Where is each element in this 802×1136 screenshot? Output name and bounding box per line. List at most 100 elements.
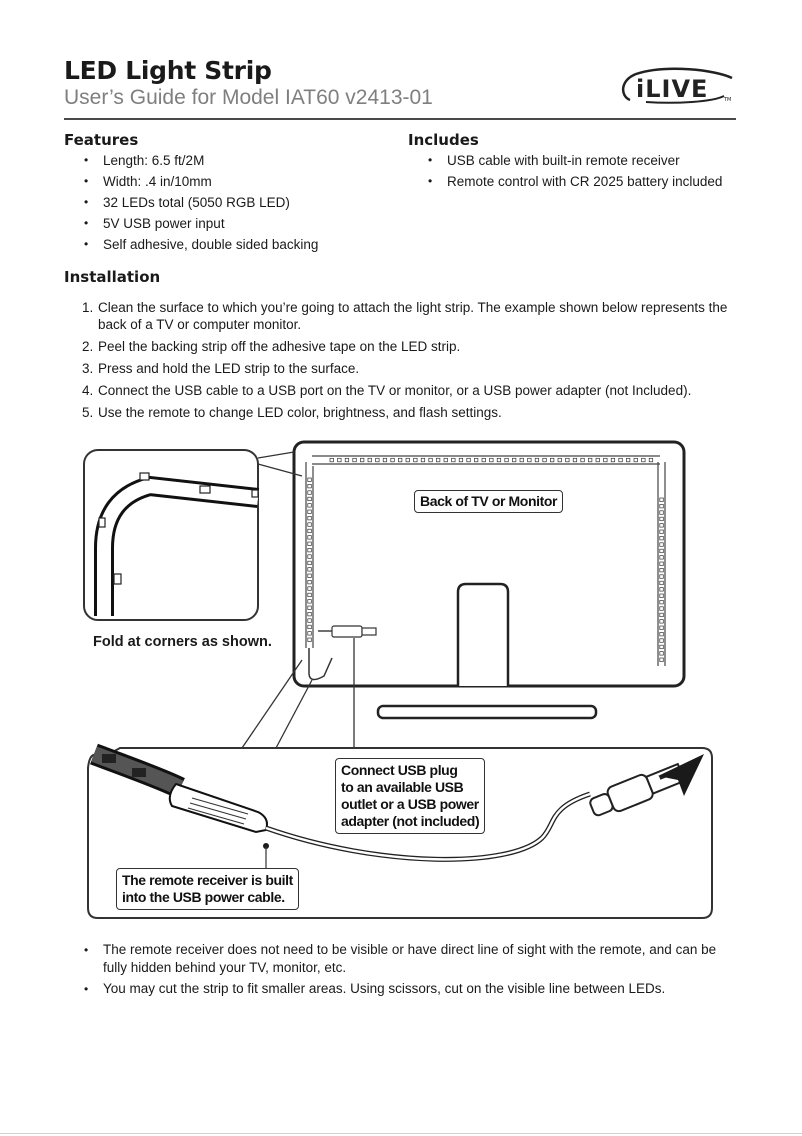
led-dots <box>307 457 664 662</box>
corner-caption: Fold at corners as shown. <box>93 634 272 650</box>
receiver-label-lines <box>187 797 249 825</box>
header-divider <box>64 118 736 120</box>
led-dot <box>659 587 664 592</box>
led-dot <box>659 619 664 624</box>
led-dot <box>307 548 312 553</box>
remote-receiver-module <box>168 782 268 834</box>
led-dot <box>367 457 372 463</box>
led-dot <box>659 529 664 534</box>
led-dot <box>603 457 608 463</box>
svg-text:TM: TM <box>723 97 731 103</box>
direction-arrow <box>658 754 704 796</box>
receiver-callout: The remote receiver is built into the US… <box>116 868 299 910</box>
includes-heading: Includes <box>408 131 479 149</box>
led-dot <box>405 457 410 463</box>
led-dot <box>595 457 600 463</box>
led-dot <box>420 457 426 463</box>
page-title: LED Light Strip <box>64 56 272 85</box>
led-dot <box>659 536 664 541</box>
led-dot <box>512 457 517 463</box>
led-dot <box>307 637 312 642</box>
led-dot <box>588 457 593 463</box>
led-dot <box>307 580 312 585</box>
led-dot <box>659 504 664 509</box>
led-dot <box>572 457 578 463</box>
list-item: The remote receiver does not need to be … <box>80 941 740 977</box>
list-item: You may cut the strip to fit smaller are… <box>80 980 740 998</box>
step-item: 2.Peel the backing strip off the adhesiv… <box>82 339 461 354</box>
detail-leds <box>102 754 146 777</box>
led-dot <box>375 457 380 463</box>
led-dot <box>307 567 312 572</box>
led-dot <box>481 457 486 463</box>
led-dot <box>307 560 312 566</box>
led-dot <box>458 457 464 463</box>
usb-callout: Connect USB plug to an available USB out… <box>335 758 486 834</box>
list-item: 5V USB power input <box>64 213 384 234</box>
step-item: 5.Use the remote to change LED color, br… <box>82 405 502 420</box>
step-item: 1.Clean the surface to which you’re goin… <box>82 300 728 332</box>
led-dot <box>307 490 312 495</box>
led-dot <box>557 457 562 463</box>
list-item: Self adhesive, double sided backing <box>64 234 384 255</box>
led-dot <box>307 496 312 502</box>
led-dot <box>307 503 312 508</box>
led-dot <box>307 528 312 534</box>
svg-text:iLIVE: iLIVE <box>636 75 708 103</box>
led-dot <box>659 612 664 618</box>
list-item: Width: .4 in/10mm <box>64 171 384 192</box>
led-dot <box>307 599 312 604</box>
led-dot <box>659 548 664 554</box>
led-dot <box>527 457 532 463</box>
features-heading: Features <box>64 131 139 149</box>
led-dot <box>659 625 664 630</box>
led-dot <box>519 457 524 463</box>
led-dot <box>344 457 350 463</box>
led-dot <box>565 457 570 463</box>
led-dot <box>659 600 664 605</box>
led-dot <box>337 457 342 463</box>
led-dot <box>659 651 664 656</box>
tv-base <box>376 704 598 720</box>
led-dot <box>307 605 312 610</box>
led-dot <box>307 516 312 521</box>
led-dot <box>659 568 664 573</box>
led-dot <box>390 457 395 463</box>
led-dot <box>659 561 664 566</box>
led-dot <box>307 586 312 591</box>
led-dot <box>659 657 664 662</box>
led-dot <box>474 457 479 463</box>
led-dot <box>659 644 664 650</box>
led-dot <box>648 457 654 463</box>
led-dot <box>307 484 312 489</box>
led-dot <box>443 457 448 463</box>
strip-cable <box>308 648 333 681</box>
led-dot <box>307 612 312 617</box>
led-dot <box>307 618 312 623</box>
led-dot <box>659 497 664 502</box>
led-strip-right <box>657 462 666 666</box>
led-dot <box>307 509 312 514</box>
brand-logo: iLIVE TM <box>616 66 738 113</box>
tv-label: Back of TV or Monitor <box>414 490 564 513</box>
led-dot <box>398 457 403 463</box>
led-dot <box>360 457 365 463</box>
led-dot <box>489 457 494 463</box>
led-dot <box>382 457 388 463</box>
tv-stand <box>456 582 510 686</box>
led-dot <box>659 510 664 515</box>
features-list: Length: 6.5 ft/2M Width: .4 in/10mm 32 L… <box>64 150 384 255</box>
led-dot <box>307 624 312 630</box>
notes-list: The remote receiver does not need to be … <box>80 941 740 1001</box>
led-dot <box>352 457 357 463</box>
usb-connector-small <box>331 625 363 638</box>
led-dot <box>542 457 547 463</box>
list-item: Remote control with CR 2025 battery incl… <box>408 171 748 192</box>
led-dot <box>307 522 312 527</box>
led-dot <box>659 606 664 611</box>
led-dot <box>618 457 623 463</box>
usb-plug <box>589 762 686 817</box>
led-dot <box>504 457 509 463</box>
page-subtitle: User’s Guide for Model IAT60 v2413-01 <box>64 86 433 109</box>
led-dot <box>329 457 334 463</box>
